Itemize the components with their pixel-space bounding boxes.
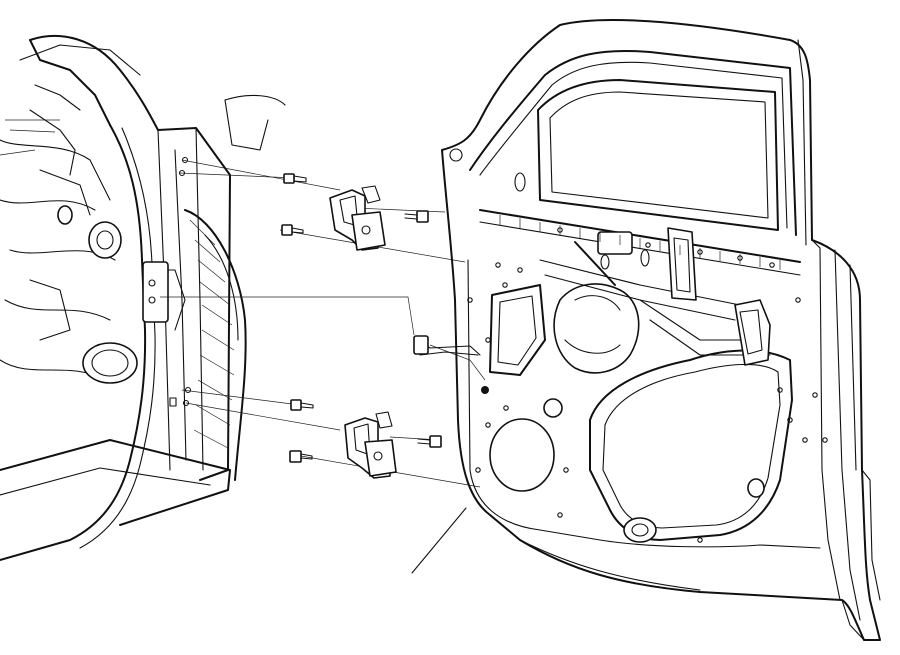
bolt [290, 399, 314, 411]
upper-hinge [329, 185, 386, 251]
bolt [417, 435, 442, 448]
callout-leader [411, 507, 467, 574]
bolt [283, 173, 307, 184]
door-assembly [413, 19, 881, 641]
upper-hinge-bolts [281, 173, 429, 236]
bolt [281, 224, 304, 236]
lower-hinge [344, 411, 397, 479]
bolt [404, 210, 429, 223]
bolt [289, 450, 313, 463]
lower-hinge-bolts [289, 399, 442, 463]
body-a-pillar [0, 34, 286, 561]
